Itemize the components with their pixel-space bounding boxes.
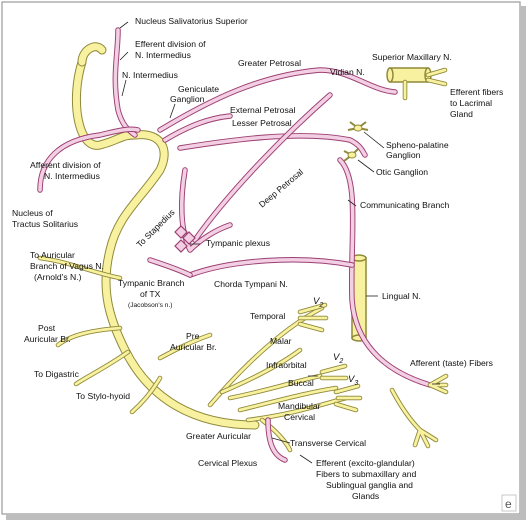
label-auricular-1: To Auricular: [30, 250, 75, 260]
label-chorda-tympani: Chorda Tympani N.: [214, 279, 288, 289]
label-afferent-division-1: Afferent division of: [30, 160, 101, 170]
label-mandibular-1: Mandibular: [278, 401, 321, 411]
label-efferent-lacrimal-2: to Lacrimal: [450, 98, 492, 108]
label-sphenopalatine-1: Spheno-palatine: [386, 140, 449, 150]
tympanic-plexus: [174, 225, 196, 253]
label-pre-auricular-2: Auricular Br.: [170, 342, 217, 352]
label-efferent-division-2: N. Intermedius: [135, 50, 191, 60]
label-v2-mid: V2: [333, 352, 343, 365]
label-vidian: Vidian N.: [330, 67, 365, 77]
label-v3: V3: [348, 374, 358, 387]
label-post-auricular-1: Post: [38, 323, 56, 333]
facial-branches: [37, 255, 439, 453]
label-malar: Malar: [270, 336, 292, 346]
efferent-lacrimal-fibers: [425, 67, 448, 87]
label-to-stylohyoid: To Stylo-hyoid: [76, 391, 130, 401]
label-otic-ganglion: Otic Ganglion: [376, 167, 428, 177]
facial-nerve-trunk: [72, 42, 260, 430]
label-sphenopalatine-2: Ganglion: [386, 150, 421, 160]
label-tympanic-branch-3: (Jacobson's n.): [128, 302, 173, 309]
label-geniculate-2: Ganglion: [170, 94, 205, 104]
label-nucleus-tractus-1: Nucleus of: [12, 208, 53, 218]
label-afferent-taste: Afferent (taste) Fibers: [410, 358, 493, 368]
label-afferent-division-2: N. Intermedius: [44, 171, 100, 181]
label-tympanic-branch-1: Tympanic Branch: [118, 278, 185, 288]
label-efferent-lacrimal-3: Gland: [450, 109, 473, 119]
label-transverse-cervical: Transverse Cervical: [290, 438, 366, 448]
label-lesser-petrosal: Lesser Petrosal: [232, 118, 292, 128]
label-temporal: Temporal: [250, 311, 285, 321]
parasympathetic-branches: [37, 27, 433, 463]
label-v2-top: V2: [313, 296, 323, 309]
label-tympanic-plexus: Tympanic plexus: [206, 238, 270, 248]
label-to-digastric: To Digastric: [34, 369, 80, 379]
sphenopalatine-ganglion: [347, 121, 369, 132]
label-external-petrosal: External Petrosal: [230, 105, 296, 115]
label-greater-petrosal: Greater Petrosal: [238, 58, 301, 68]
label-post-auricular-2: Auricular Br.: [24, 334, 71, 344]
label-greater-auricular: Greater Auricular: [186, 431, 251, 441]
label-auricular-3: (Arnold's N.): [34, 272, 82, 282]
label-auricular-2: Branch of Vagus N.: [30, 261, 104, 271]
label-efferent-lacrimal-1: Efferent fibers: [450, 87, 503, 97]
label-efferent-division-1: Efferent division of: [135, 39, 206, 49]
label-geniculate-1: Geniculate: [178, 84, 219, 94]
label-pre-auricular-1: Pre: [186, 331, 200, 341]
label-communicating-branch: Communicating Branch: [360, 200, 450, 210]
label-lingual: Lingual N.: [382, 291, 421, 301]
label-cervical-plexus: Cervical Plexus: [198, 458, 257, 468]
label-infraorbital: Infraorbital: [266, 360, 307, 370]
label-buccal: Buccal: [288, 378, 314, 388]
label-efferent-glandular-3: Sublingual ganglia and: [326, 480, 413, 490]
label-superior-maxillary: Superior Maxillary N.: [372, 52, 452, 62]
label-efferent-glandular-1: Efferent (excito-glandular): [316, 458, 415, 468]
label-efferent-glandular-4: Glands: [352, 491, 379, 501]
label-n-intermedius: N. Intermedius: [122, 70, 178, 80]
label-nucleus-tractus-2: Tractus Solitarius: [12, 219, 78, 229]
leader-lines: [119, 21, 440, 464]
label-mandibular-2: Cervical: [284, 412, 315, 422]
watermark: e: [501, 494, 517, 512]
watermark-char: e: [505, 497, 512, 511]
label-efferent-glandular-2: Fibers to submaxillary and: [316, 469, 417, 479]
afferent-taste-fibers: [427, 373, 449, 395]
label-nucleus-salivatorius: Nucleus Salivatorius Superior: [135, 16, 248, 26]
otic-ganglion: [343, 148, 359, 162]
label-tympanic-branch-2: of TX: [140, 289, 161, 299]
labels: Nucleus Salivatorius Superior Efferent d…: [12, 16, 503, 501]
